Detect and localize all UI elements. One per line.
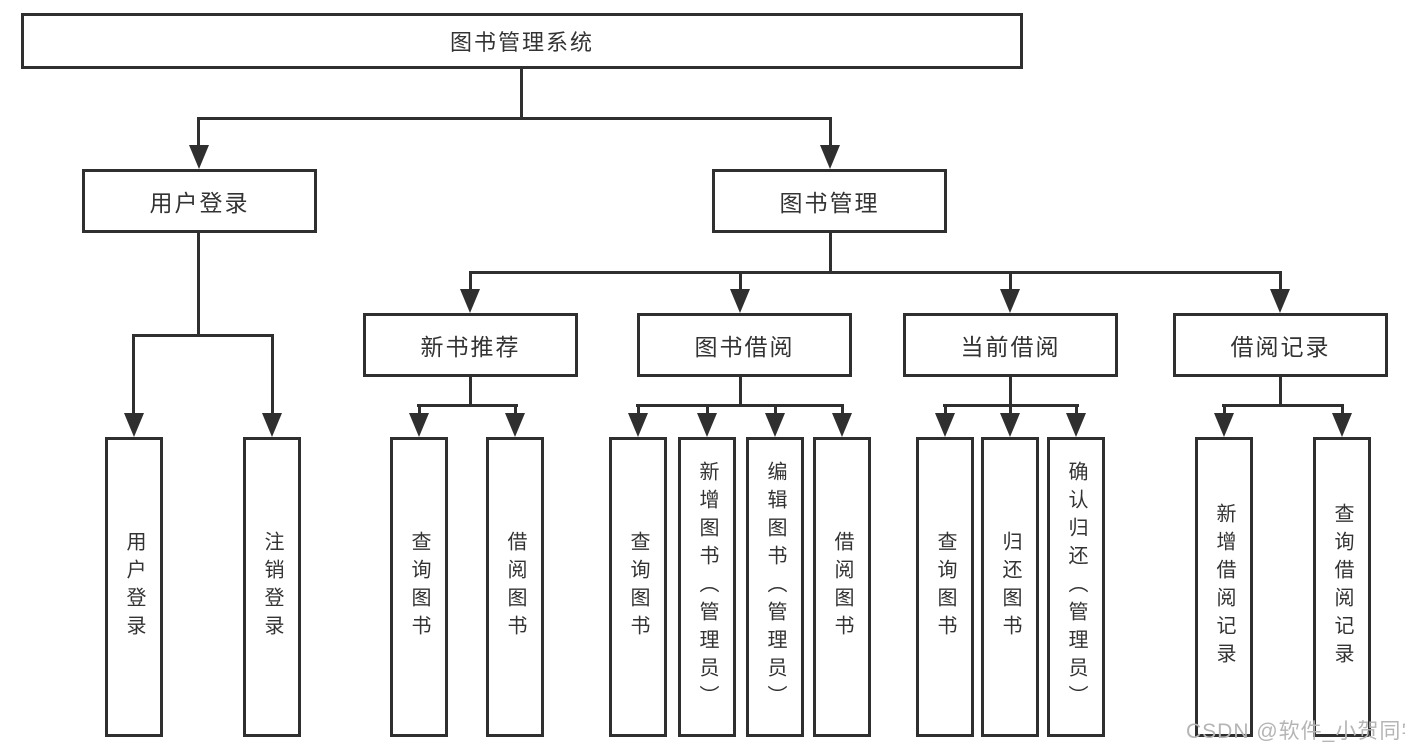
connector-line [469, 271, 472, 295]
connector-line [739, 271, 742, 295]
arrow-down-icon [1214, 413, 1234, 437]
arrow-down-icon [765, 413, 785, 437]
connector-line [132, 334, 274, 337]
arrow-down-icon [1000, 289, 1020, 313]
arrow-down-icon [1270, 289, 1290, 313]
arrow-down-icon [460, 289, 480, 313]
connector-line [1009, 377, 1012, 407]
arrow-down-icon [730, 289, 750, 313]
leaf-borrow-book-borrow-label: 借阅图书 [831, 531, 853, 643]
arrow-down-icon [409, 413, 429, 437]
connector-line [520, 69, 523, 119]
arrow-down-icon [124, 413, 144, 437]
leaf-query-borrow-record-label: 查询借阅记录 [1331, 503, 1353, 671]
leaf-edit-book-admin: 编辑图书（管理员） [746, 437, 804, 737]
leaf-add-book-admin: 新增图书（管理员） [678, 437, 736, 737]
connector-line [706, 404, 709, 420]
node-borrow-record-label: 借阅记录 [1230, 334, 1331, 360]
leaf-user-login: 用户登录 [105, 437, 163, 737]
leaf-query-book-newbook-label: 查询图书 [408, 531, 430, 643]
arrow-down-icon [505, 413, 525, 437]
leaf-add-borrow-record-label: 新增借阅记录 [1213, 503, 1235, 671]
leaf-user-login-label: 用户登录 [123, 531, 145, 643]
node-borrow-record: 借阅记录 [1173, 313, 1388, 377]
connector-line [637, 404, 640, 420]
connector-line [829, 233, 832, 274]
connector-line [1009, 271, 1012, 295]
leaf-edit-book-admin-label: 编辑图书（管理员） [764, 461, 786, 713]
leaf-query-book-current-label: 查询图书 [934, 531, 956, 643]
node-book-borrow: 图书借阅 [637, 313, 852, 377]
node-root-label: 图书管理系统 [449, 30, 594, 55]
connector-line [1009, 404, 1012, 420]
leaf-logout: 注销登录 [243, 437, 301, 737]
leaf-confirm-return-admin: 确认归还（管理员） [1047, 437, 1105, 737]
node-current-borrow-label: 当前借阅 [960, 334, 1061, 360]
connector-line [132, 334, 135, 418]
node-user-login: 用户登录 [82, 169, 317, 233]
connector-line [636, 404, 844, 407]
arrow-down-icon [697, 413, 717, 437]
connector-line [197, 117, 832, 120]
leaf-confirm-return-admin-label: 确认归还（管理员） [1065, 461, 1087, 713]
arrow-down-icon [1000, 413, 1020, 437]
leaf-return-book: 归还图书 [981, 437, 1039, 737]
arrow-down-icon [628, 413, 648, 437]
connector-line [514, 404, 517, 420]
connector-line [829, 117, 832, 150]
connector-line [469, 377, 472, 407]
node-book-borrow-label: 图书借阅 [694, 334, 795, 360]
leaf-borrow-book-borrow: 借阅图书 [813, 437, 871, 737]
node-user-login-label: 用户登录 [149, 190, 250, 216]
connector-line [271, 334, 274, 418]
leaf-borrow-book-newbook: 借阅图书 [486, 437, 544, 737]
arrow-down-icon [832, 413, 852, 437]
arrow-down-icon [1066, 413, 1086, 437]
leaf-add-borrow-record: 新增借阅记录 [1195, 437, 1253, 737]
arrow-down-icon [262, 413, 282, 437]
leaf-borrow-book-newbook-label: 借阅图书 [504, 531, 526, 643]
connector-line [1222, 404, 1344, 407]
connector-line [1279, 377, 1282, 407]
connector-line [841, 404, 844, 420]
connector-line [469, 271, 1282, 274]
connector-line [1279, 271, 1282, 295]
leaf-logout-label: 注销登录 [261, 531, 283, 643]
node-new-book-recommend: 新书推荐 [363, 313, 578, 377]
csdn-watermark: CSDN @软件_小贺同学 [1186, 720, 1405, 743]
leaf-query-book-newbook: 查询图书 [390, 437, 448, 737]
connector-line [944, 404, 947, 420]
node-book-management-label: 图书管理 [779, 190, 880, 216]
leaf-add-book-admin-label: 新增图书（管理员） [696, 461, 718, 713]
connector-line [197, 117, 200, 150]
node-new-book-recommend-label: 新书推荐 [420, 334, 521, 360]
node-root: 图书管理系统 [21, 13, 1023, 69]
connector-line [417, 404, 518, 407]
arrow-down-icon [1332, 413, 1352, 437]
leaf-query-book-borrow: 查询图书 [609, 437, 667, 737]
connector-line [418, 404, 421, 420]
connector-line [197, 233, 200, 337]
arrow-down-icon [935, 413, 955, 437]
leaf-query-borrow-record: 查询借阅记录 [1313, 437, 1371, 737]
connector-line [739, 377, 742, 407]
connector-line [1075, 404, 1078, 420]
arrow-down-icon [820, 145, 840, 169]
leaf-return-book-label: 归还图书 [999, 531, 1021, 643]
connector-line [1341, 404, 1344, 420]
node-current-borrow: 当前借阅 [903, 313, 1118, 377]
arrow-down-icon [189, 145, 209, 169]
connector-line [774, 404, 777, 420]
leaf-query-book-borrow-label: 查询图书 [627, 531, 649, 643]
connector-line [1223, 404, 1226, 420]
leaf-query-book-current: 查询图书 [916, 437, 974, 737]
node-book-management: 图书管理 [712, 169, 947, 233]
